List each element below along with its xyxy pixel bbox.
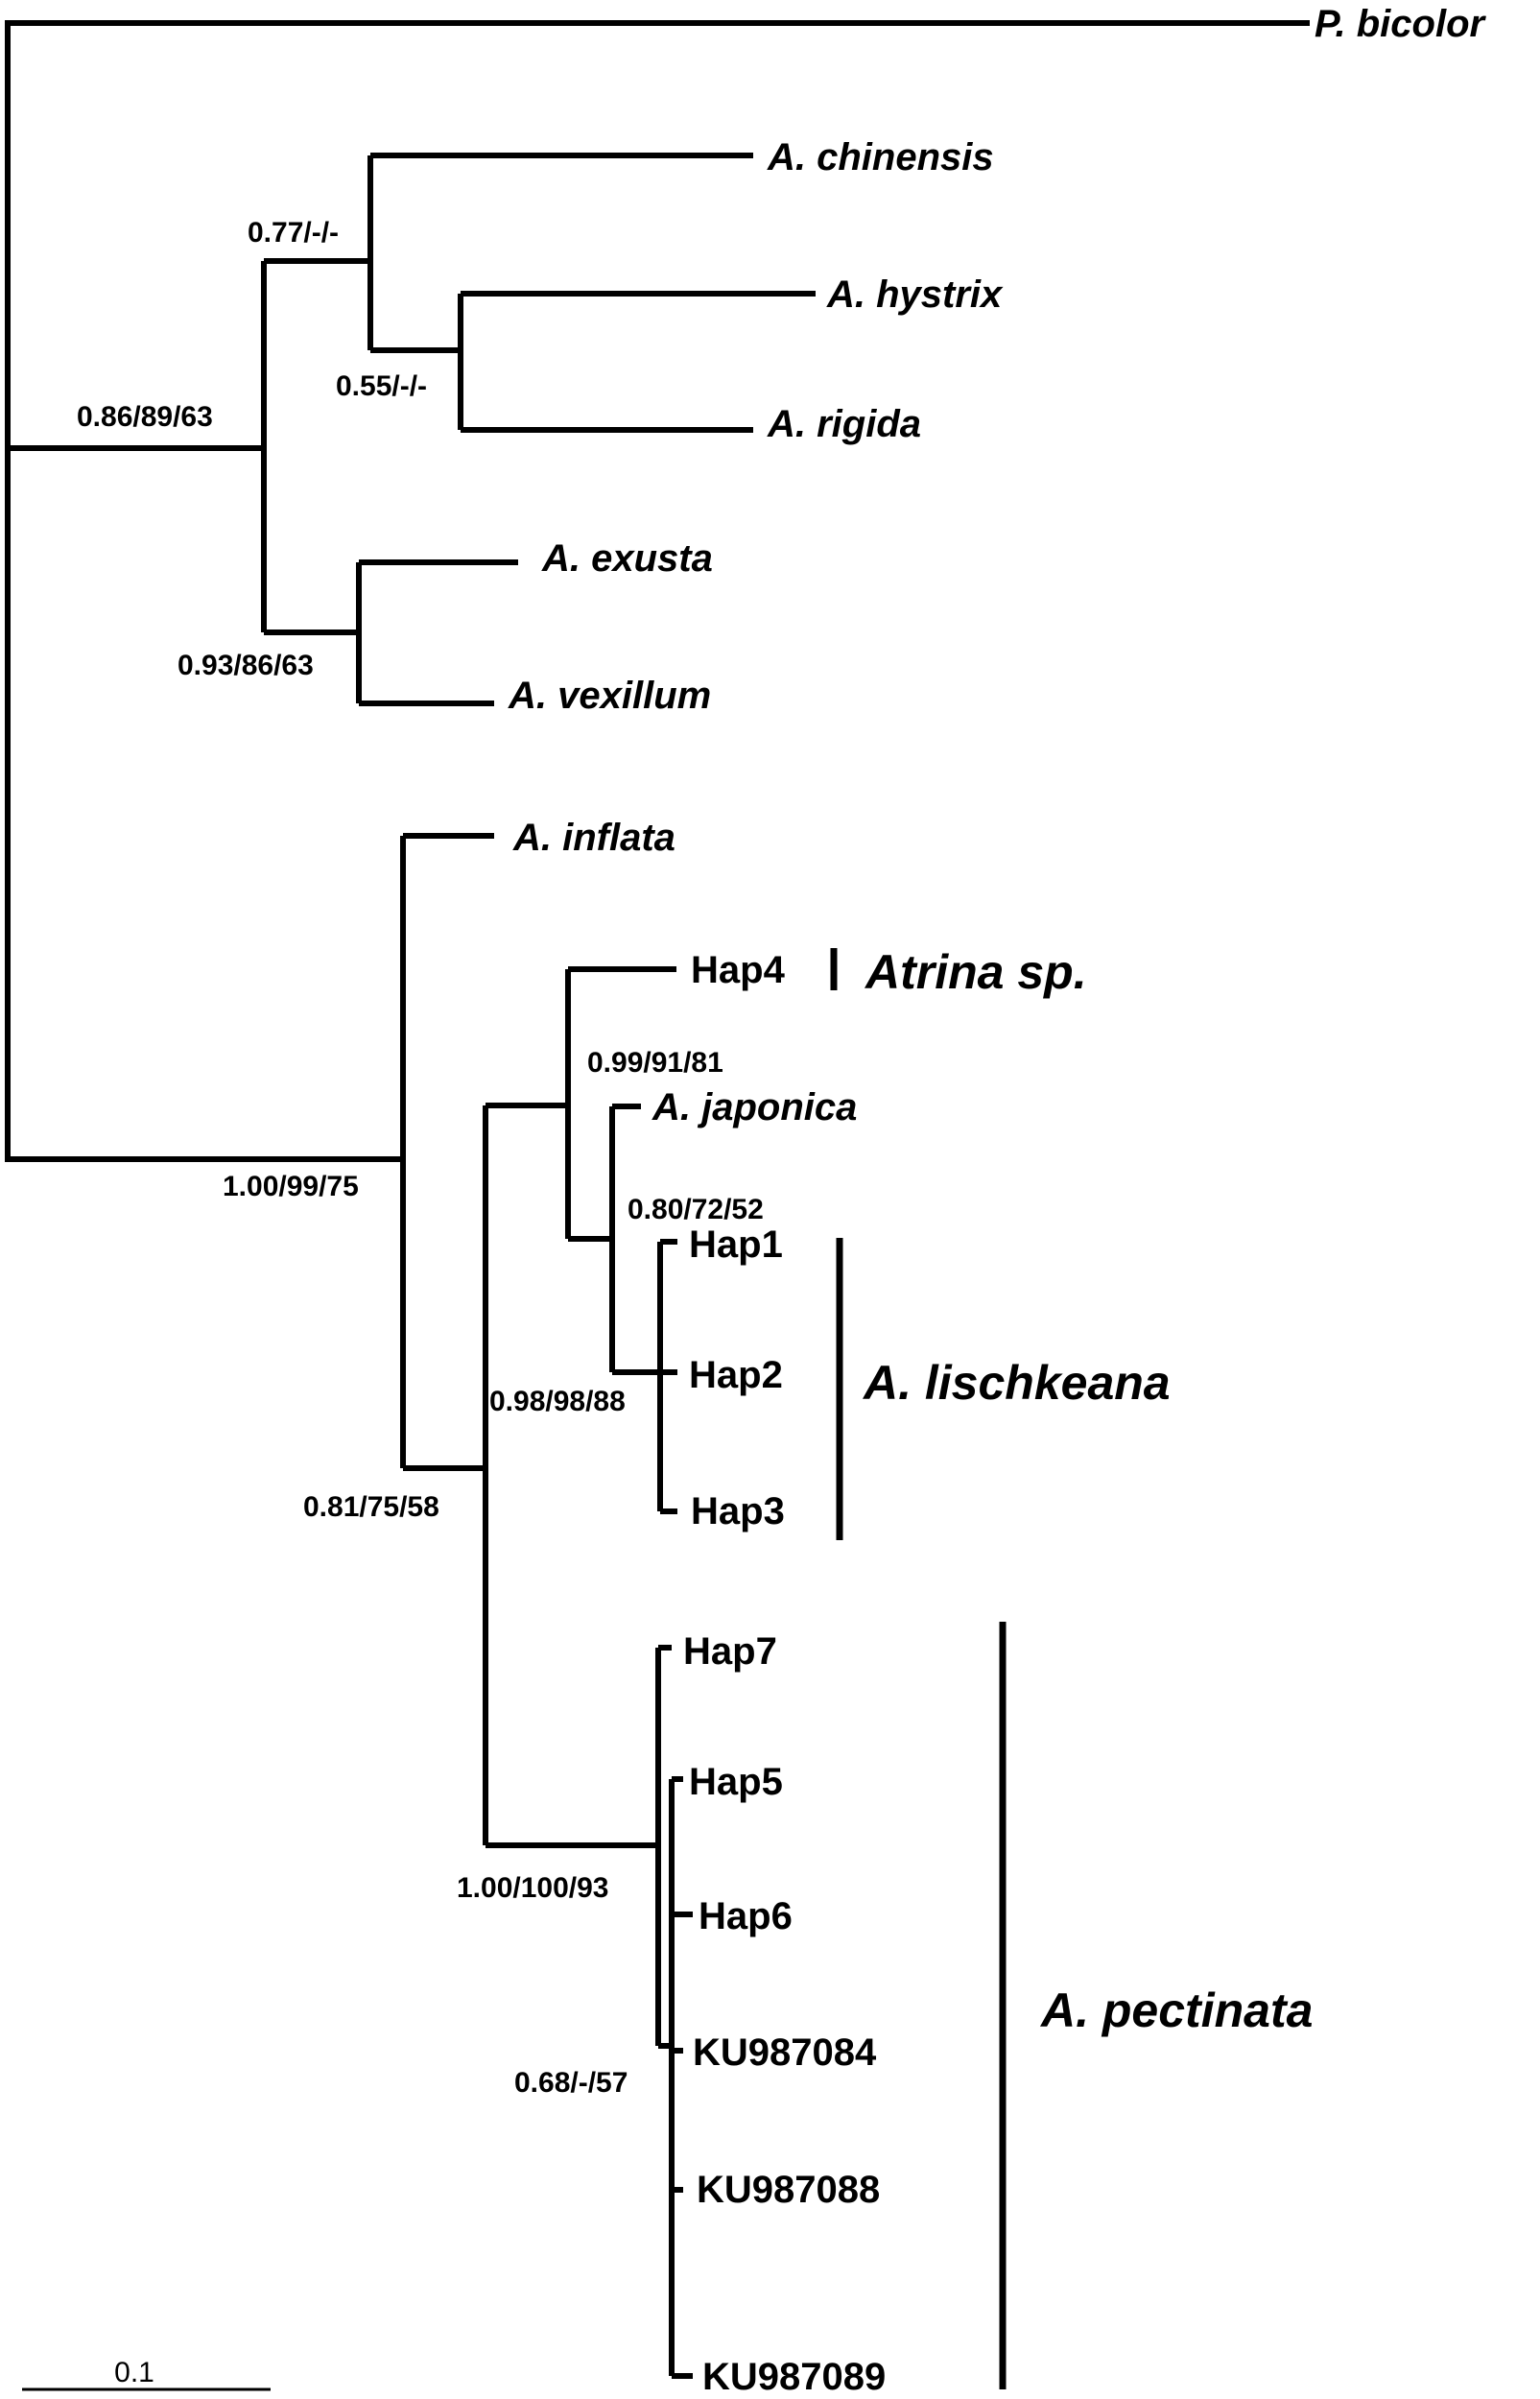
scale-bar: 0.1 [22,2357,271,2391]
tree-branches [5,20,1310,2379]
label-hap4: Hap4 [691,949,786,991]
support-0-86: 0.86/89/63 [77,401,213,433]
label-a-hystrix: A. hystrix [826,273,1004,316]
label-a-japonica: A. japonica [652,1086,857,1128]
support-0-81: 0.81/75/58 [303,1491,439,1523]
label-hap1: Hap1 [689,1223,783,1266]
label-p-bicolor: P. bicolor [1315,3,1487,45]
branch-root [5,20,1310,1162]
label-ku987084: KU987084 [693,2031,877,2074]
label-a-inflata: A. inflata [512,817,675,859]
support-0-98: 0.98/98/88 [489,1386,626,1417]
label-hap5: Hap5 [689,1761,783,1803]
label-hap6: Hap6 [699,1895,793,1937]
support-values: 0.86/89/63 0.77/-/- 0.55/-/- 0.93/86/63 … [77,217,764,2099]
label-ku987088: KU987088 [697,2169,880,2211]
label-hap3: Hap3 [691,1490,785,1532]
label-hap7: Hap7 [683,1630,777,1673]
support-1-00-99: 1.00/99/75 [223,1171,359,1202]
clade-label-atrina-sp: Atrina sp. [864,945,1087,999]
clade-label-a-pectinata: A. pectinata [1039,1983,1313,2037]
support-0-99: 0.99/91/81 [587,1047,723,1079]
clade-label-a-lischkeana: A. lischkeana [862,1356,1171,1410]
clade-annotations: Atrina sp. A. lischkeana A. pectinata [830,945,1313,2389]
label-ku987089: KU987089 [702,2356,886,2398]
label-a-chinensis: A. chinensis [767,136,994,178]
support-1-00-100: 1.00/100/93 [457,1872,608,1904]
support-0-55: 0.55/-/- [336,370,427,402]
support-0-68: 0.68/-/57 [514,2067,628,2099]
scale-bar-label: 0.1 [114,2357,154,2388]
label-a-exusta: A. exusta [541,537,713,580]
support-0-93: 0.93/86/63 [178,650,314,681]
support-0-77: 0.77/-/- [248,217,339,249]
label-a-rigida: A. rigida [767,403,921,445]
support-0-80: 0.80/72/52 [628,1194,764,1225]
label-a-vexillum: A. vexillum [508,675,711,717]
label-hap2: Hap2 [689,1354,783,1396]
taxon-labels: P. bicolor A. chinensis A. hystrix A. ri… [508,3,1487,2398]
